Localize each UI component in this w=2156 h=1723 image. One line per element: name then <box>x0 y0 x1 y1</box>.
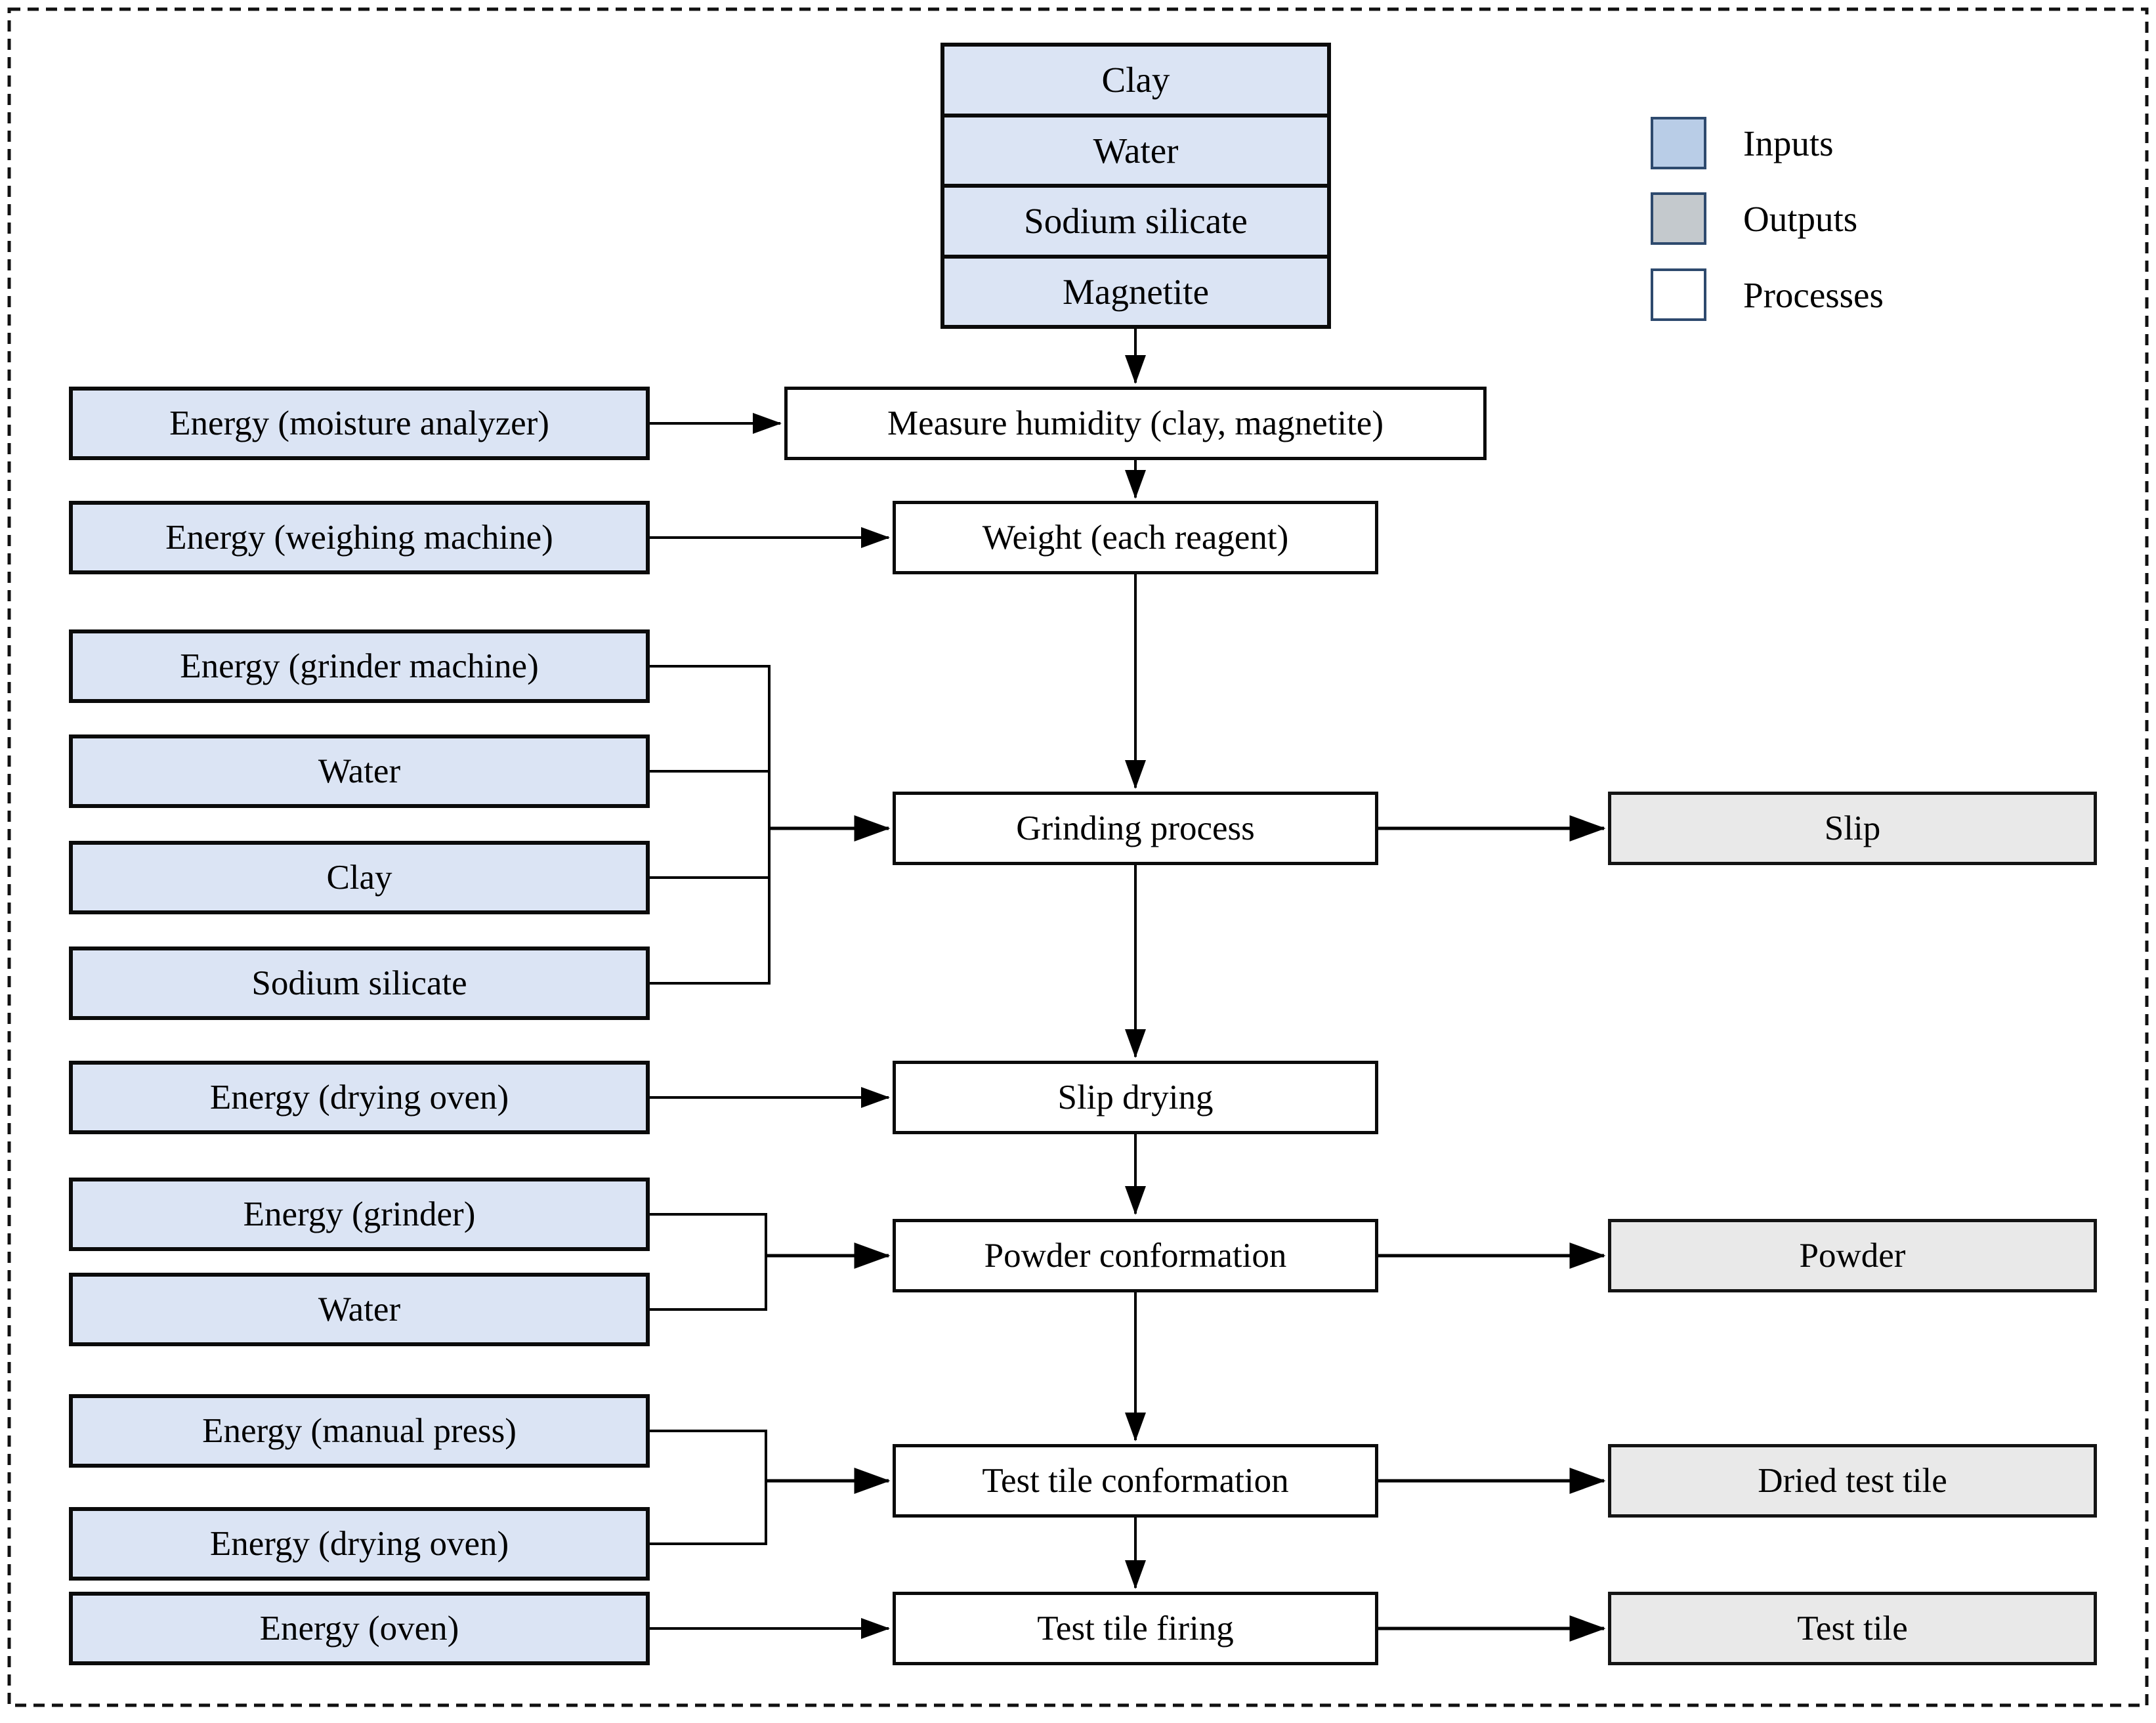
input-energy-grinder: Energy (grinder) <box>69 1178 650 1251</box>
legend-item-inputs: Inputs <box>1651 117 1834 169</box>
legend-swatch-outputs <box>1651 192 1706 245</box>
input-energy-drying-oven-tile: Energy (drying oven) <box>69 1507 650 1581</box>
input-energy-weighing-machine: Energy (weighing machine) <box>69 501 650 574</box>
input-energy-grinder-machine: Energy (grinder machine) <box>69 629 650 703</box>
outer-dashed-border <box>7 7 2149 1707</box>
legend-swatch-inputs <box>1651 117 1706 169</box>
process-weight: Weight (each reagent) <box>893 501 1378 574</box>
process-test-tile-conformation: Test tile conformation <box>893 1444 1378 1518</box>
process-test-tile-firing: Test tile firing <box>893 1592 1378 1665</box>
output-test-tile: Test tile <box>1608 1592 2097 1665</box>
bus-test-tile-inputs <box>650 1430 767 1545</box>
input-energy-oven: Energy (oven) <box>69 1592 650 1665</box>
input-water-grinding: Water <box>69 734 650 808</box>
legend-label-processes: Processes <box>1743 274 1884 315</box>
legend-item-processes: Processes <box>1651 268 1884 321</box>
stack-item-water: Water <box>944 117 1327 188</box>
process-powder-conformation: Powder conformation <box>893 1219 1378 1292</box>
legend-swatch-processes <box>1651 268 1706 321</box>
process-grinding: Grinding process <box>893 792 1378 865</box>
raw-materials-stack: Clay Water Sodium silicate Magnetite <box>941 43 1331 329</box>
input-energy-moisture-analyzer: Energy (moisture analyzer) <box>69 387 650 460</box>
output-slip: Slip <box>1608 792 2097 865</box>
input-sodium-silicate-grinding: Sodium silicate <box>69 947 650 1020</box>
legend-label-inputs: Inputs <box>1743 123 1834 163</box>
legend-label-outputs: Outputs <box>1743 198 1858 239</box>
output-dried-test-tile: Dried test tile <box>1608 1444 2097 1518</box>
output-powder: Powder <box>1608 1219 2097 1292</box>
stack-item-sodium-silicate: Sodium silicate <box>944 188 1327 259</box>
input-water-powder: Water <box>69 1273 650 1346</box>
input-clay-grinding: Clay <box>69 841 650 914</box>
process-slip-drying: Slip drying <box>893 1061 1378 1134</box>
stack-item-magnetite: Magnetite <box>1063 271 1209 312</box>
input-energy-manual-press: Energy (manual press) <box>69 1394 650 1468</box>
bus-grinding-inputs <box>650 665 771 985</box>
process-measure-humidity: Measure humidity (clay, magnetite) <box>784 387 1487 460</box>
legend-item-outputs: Outputs <box>1651 192 1857 245</box>
stack-item-clay: Clay <box>944 47 1327 117</box>
input-energy-drying-oven-slip: Energy (drying oven) <box>69 1061 650 1134</box>
bus-powder-inputs <box>650 1213 767 1311</box>
